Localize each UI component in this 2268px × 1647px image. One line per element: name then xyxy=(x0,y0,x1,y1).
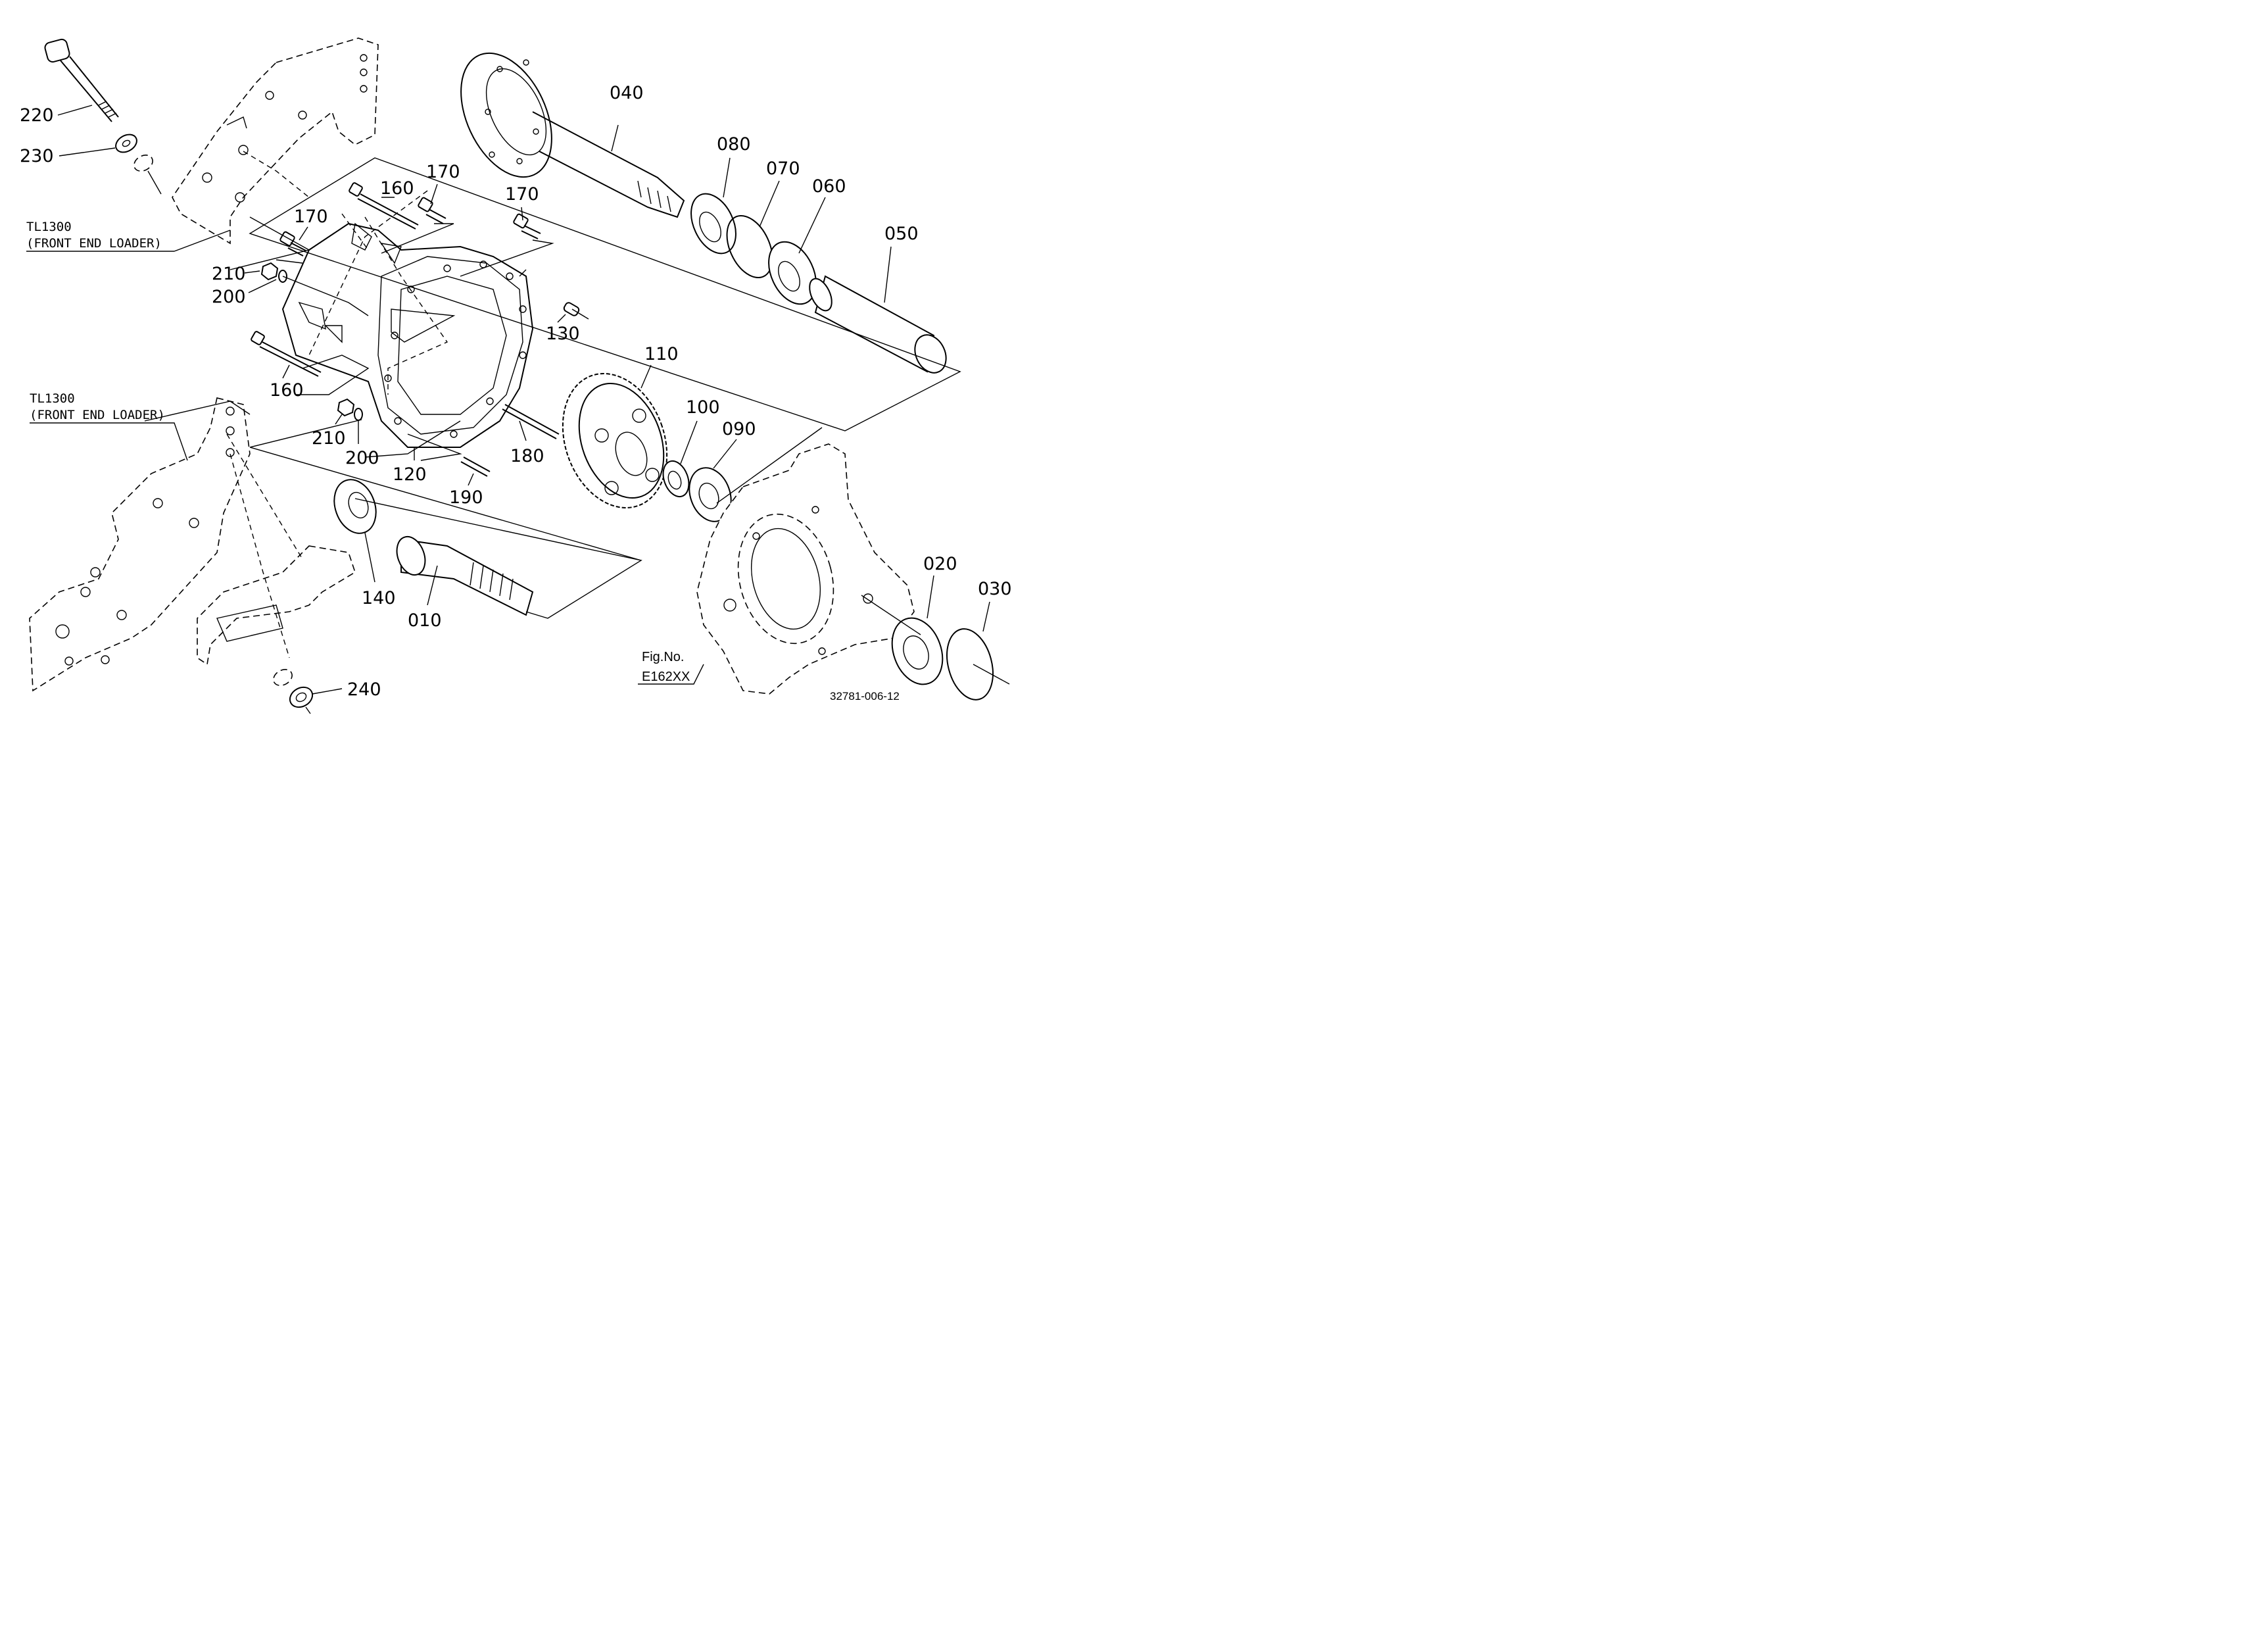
stud-180 xyxy=(502,404,560,439)
callout-160-a: 160 xyxy=(380,178,414,199)
callout-200-b: 200 xyxy=(345,448,379,468)
figure-reference: Fig.No. E162XX xyxy=(642,650,690,684)
callout-060: 060 xyxy=(812,176,846,197)
bolt-170-b xyxy=(513,213,541,239)
callout-170-a: 170 xyxy=(426,162,460,182)
callout-180: 180 xyxy=(510,446,544,466)
parts-exploded-diagram: 040 080 070 060 050 170 160 170 170 210 … xyxy=(20,37,1012,714)
note-top-model: TL1300 xyxy=(26,220,72,234)
leader-lines xyxy=(26,105,990,695)
model-notes: TL1300 (FRONT END LOADER) TL1300 (FRONT … xyxy=(26,220,165,422)
oil-seal-100 xyxy=(662,460,690,498)
callout-040: 040 xyxy=(610,83,644,103)
bolt-170-a xyxy=(418,197,446,224)
fig-ref-label: Fig.No. xyxy=(642,650,684,664)
callout-170-b: 170 xyxy=(505,184,539,205)
bottom-loader-bracket xyxy=(29,397,356,692)
bolt-220 xyxy=(44,38,119,122)
callout-220: 220 xyxy=(20,105,54,126)
callout-050: 050 xyxy=(884,224,919,244)
washer-200-b xyxy=(354,408,363,421)
fig-ref-code: E162XX xyxy=(642,670,690,684)
note-bottom-desc: (FRONT END LOADER) xyxy=(30,408,165,422)
callout-120: 120 xyxy=(393,464,427,485)
callout-170-c: 170 xyxy=(294,207,328,227)
callout-140: 140 xyxy=(362,588,396,608)
callout-200-a: 200 xyxy=(212,287,246,307)
top-loader-bracket xyxy=(172,37,379,245)
long-bolt-160-b xyxy=(251,331,322,377)
washer-230 xyxy=(115,134,162,195)
callout-110: 110 xyxy=(644,344,679,364)
axle-case-reference xyxy=(696,443,915,695)
assembly-guide-lines xyxy=(144,151,1010,685)
pinion-shaft-010 xyxy=(396,535,534,616)
long-bolt-160-a xyxy=(349,182,419,230)
nut-240 xyxy=(289,686,314,714)
axle-shaft-040 xyxy=(460,52,685,218)
callout-210-b: 210 xyxy=(312,428,346,449)
bearing-020 xyxy=(891,617,944,685)
bolt-170-c xyxy=(279,231,306,257)
washer-240 xyxy=(273,669,293,686)
stud-190 xyxy=(460,456,491,477)
bearing-060 xyxy=(768,241,817,305)
circlip-070 xyxy=(726,214,773,279)
nut-210-a xyxy=(260,262,279,281)
spur-gear-110 xyxy=(562,373,668,508)
drawing-number: 32781-006-12 xyxy=(830,690,900,702)
callout-190: 190 xyxy=(449,487,483,508)
callout-160-b: 160 xyxy=(270,380,304,401)
spacer-tube-050 xyxy=(809,275,947,374)
note-bottom-model: TL1300 xyxy=(30,391,75,406)
callout-030: 030 xyxy=(978,579,1012,599)
callout-080: 080 xyxy=(717,134,751,155)
bearing-080 xyxy=(690,193,736,255)
callout-020: 020 xyxy=(923,554,957,574)
callout-070: 070 xyxy=(766,159,800,179)
callout-240: 240 xyxy=(347,679,381,700)
bearing-140 xyxy=(333,479,377,534)
callout-230: 230 xyxy=(20,146,54,166)
note-top-desc: (FRONT END LOADER) xyxy=(26,236,162,251)
callout-210-a: 210 xyxy=(212,264,246,284)
callout-130: 130 xyxy=(546,324,580,344)
nut-210-b xyxy=(337,398,355,417)
callout-labels: 040 080 070 060 050 170 160 170 170 210 … xyxy=(20,83,1012,700)
callout-010: 010 xyxy=(408,610,442,631)
callout-090: 090 xyxy=(722,419,756,439)
callout-100: 100 xyxy=(686,397,720,418)
circlip-030 xyxy=(946,628,994,701)
